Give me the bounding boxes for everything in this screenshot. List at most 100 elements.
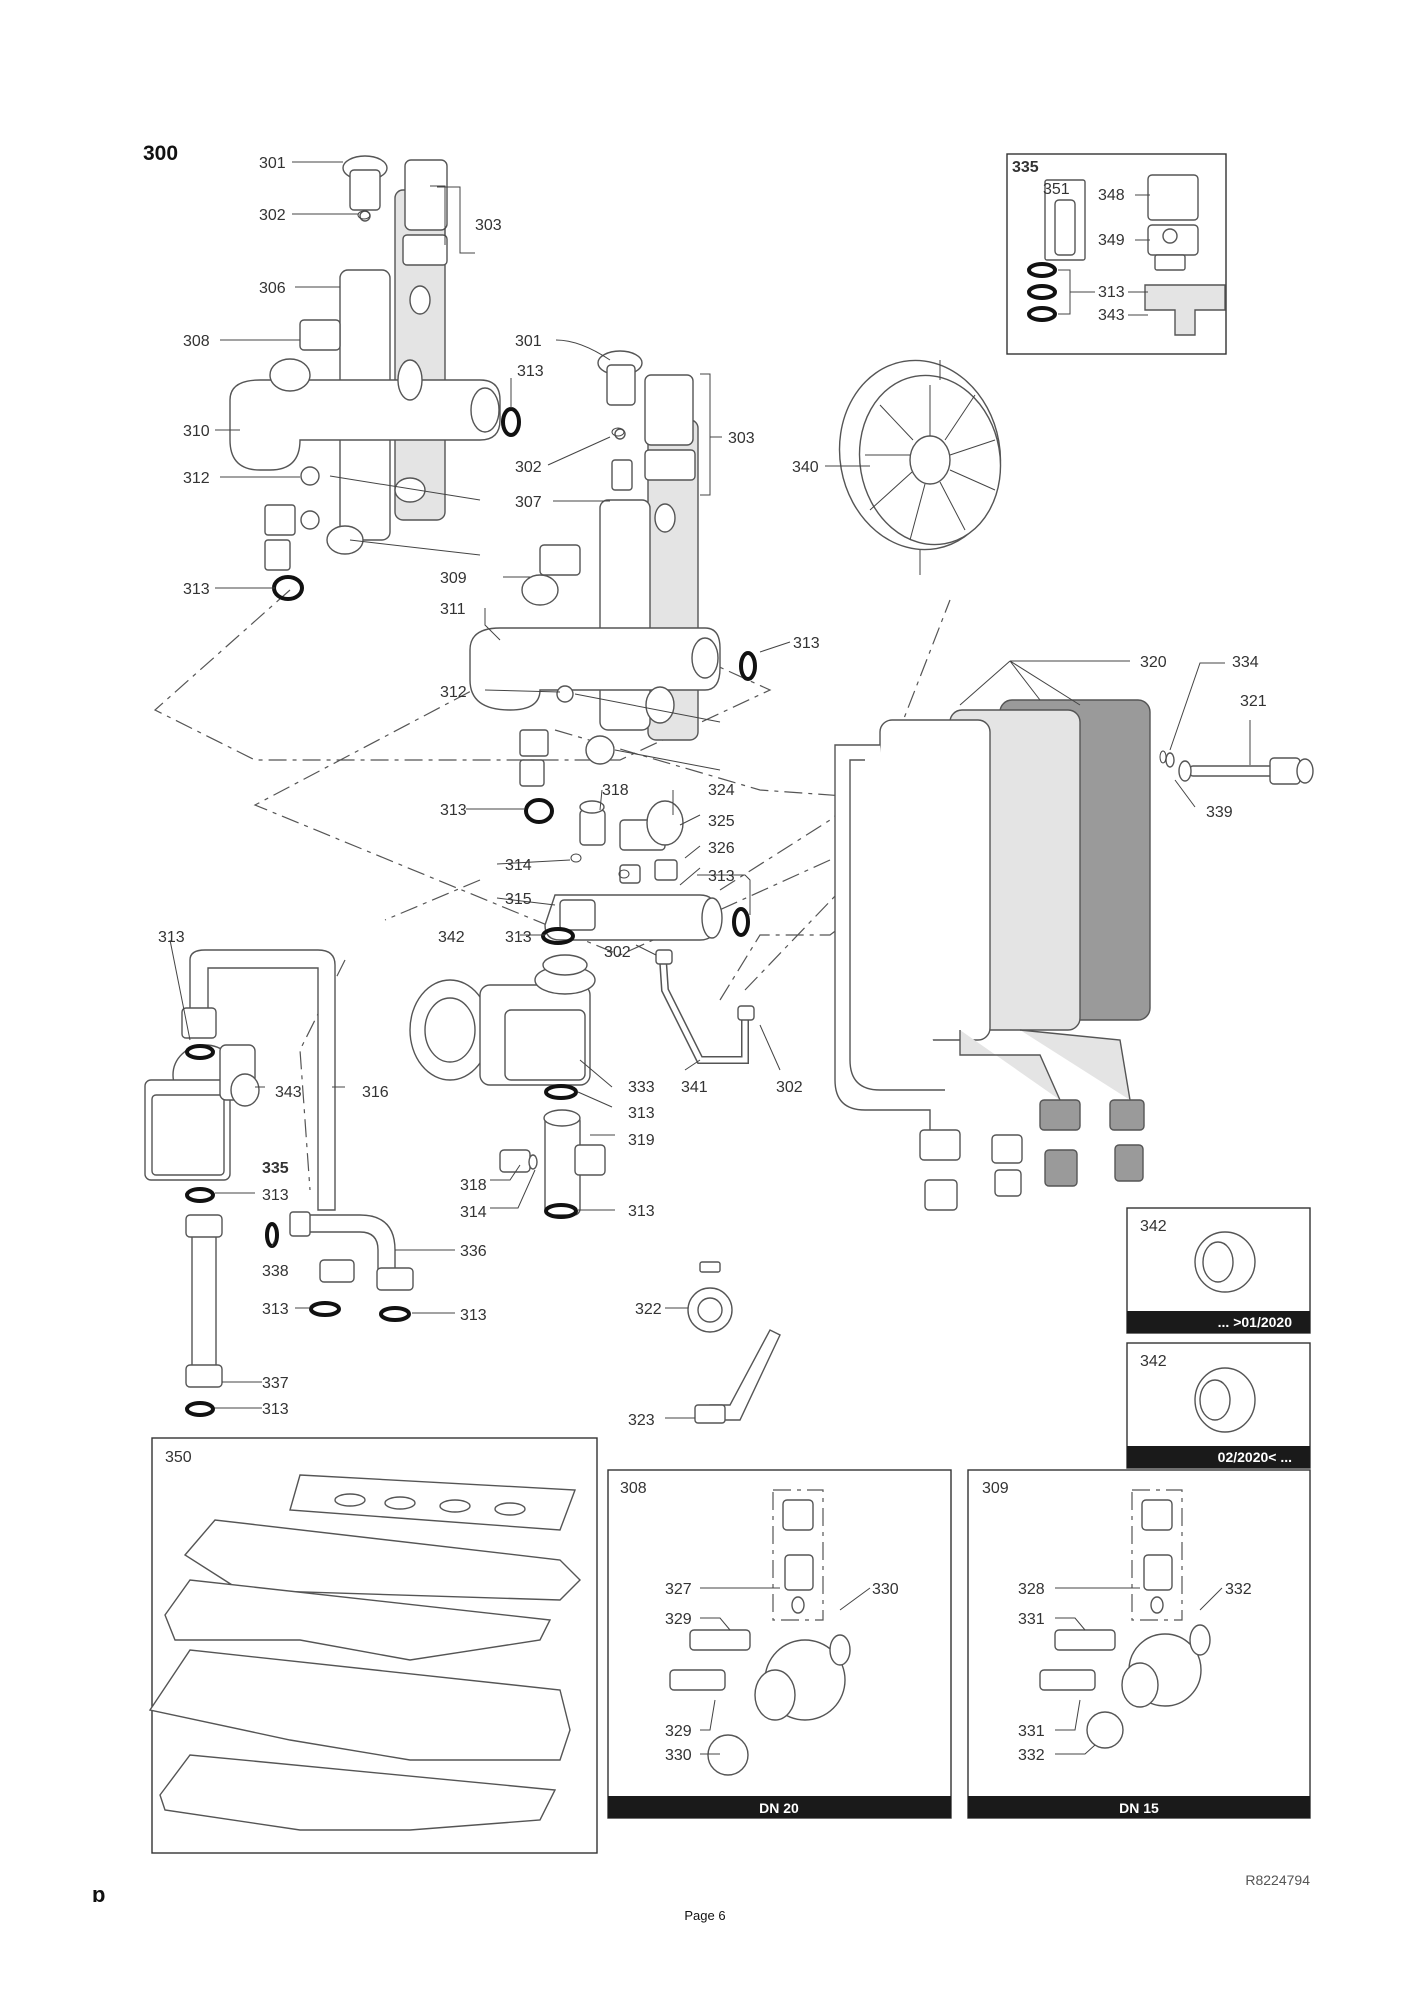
inset-342b-title: 342 — [1140, 1353, 1167, 1370]
label-321: 321 — [1240, 693, 1267, 710]
label-316: 316 — [362, 1084, 389, 1101]
label-323: 323 — [628, 1412, 655, 1429]
label-312: 312 — [440, 684, 467, 701]
label-302: 302 — [259, 207, 286, 224]
label-313: 313 — [793, 635, 820, 652]
inset-309-label-328: 328 — [1018, 1581, 1045, 1598]
inset-335-label-313: 313 — [1098, 284, 1125, 301]
label-326: 326 — [708, 840, 735, 857]
label-339: 339 — [1206, 804, 1233, 821]
inset-309-dn15: 309 328 332 331 331 332 DN 15 — [967, 1469, 1311, 1819]
label-322: 322 — [635, 1301, 662, 1318]
label-338: 338 — [262, 1263, 289, 1280]
sensor-322 — [687, 1261, 733, 1333]
label-310: 310 — [183, 423, 210, 440]
inset-308-label-330: 330 — [872, 1581, 899, 1598]
valve-assembly-315 — [544, 800, 723, 941]
inset-335-title: 335 — [1012, 159, 1039, 176]
sensor-321 — [1165, 752, 1314, 785]
label-341: 341 — [681, 1079, 708, 1096]
label-313: 313 — [460, 1307, 487, 1324]
leader-lines — [169, 161, 1251, 1419]
inset-308-label-327: 327 — [665, 1581, 692, 1598]
label-301: 301 — [515, 333, 542, 350]
label-309: 309 — [440, 570, 467, 587]
inset-342-before-2020: 342 ... >01/2020 — [1126, 1207, 1311, 1334]
expansion-vessel-340 — [838, 359, 1002, 575]
label-313: 313 — [628, 1203, 655, 1220]
label-324: 324 — [708, 782, 735, 799]
label-313: 313 — [158, 929, 185, 946]
label-313: 313 — [262, 1187, 289, 1204]
label-313: 313 — [708, 868, 735, 885]
label-313: 313 — [440, 802, 467, 819]
document-reference: R8224794 — [1245, 1872, 1310, 1888]
label-314: 314 — [505, 857, 532, 874]
label-342: 342 — [438, 929, 465, 946]
label-335: 335 — [262, 1160, 289, 1177]
label-313: 313 — [628, 1105, 655, 1122]
inset-309-title: 309 — [982, 1480, 1009, 1497]
inset-335-label-343: 343 — [1098, 307, 1125, 324]
inset-308-label-329: 329 — [665, 1611, 692, 1628]
label-301: 301 — [259, 155, 286, 172]
inset-350-insulation: 350 — [148, 1437, 598, 1854]
group-title: 300 — [143, 142, 178, 165]
inset-335-label-349: 349 — [1098, 232, 1125, 249]
label-313: 313 — [505, 929, 532, 946]
label-311: 311 — [440, 601, 466, 618]
inset-308-caption-bar — [608, 1796, 951, 1818]
inset-309-caption-bar — [968, 1796, 1310, 1818]
label-302: 302 — [776, 1079, 803, 1096]
tee-fitting-319 — [499, 1109, 606, 1216]
inset-335: 335 351 348 349 313 343 — [1006, 153, 1227, 355]
label-314: 314 — [460, 1204, 487, 1221]
label-307: 307 — [515, 494, 542, 511]
inset-309-caption: DN 15 — [1119, 1800, 1159, 1816]
inset-308-label-330: 330 — [665, 1747, 692, 1764]
label-306: 306 — [259, 280, 286, 297]
inset-308-label-329: 329 — [665, 1723, 692, 1740]
label-302: 302 — [515, 459, 542, 476]
label-334: 334 — [1232, 654, 1259, 671]
inset-309-label-332: 332 — [1018, 1747, 1045, 1764]
label-313: 313 — [517, 363, 544, 380]
inset-342b-caption: 02/2020< ... — [1218, 1449, 1292, 1465]
corner-mark: ɒ — [92, 1882, 105, 1907]
label-318: 318 — [602, 782, 629, 799]
hose-341 — [655, 949, 755, 1064]
label-313: 313 — [183, 581, 210, 598]
inset-308-title: 308 — [620, 1480, 647, 1497]
label-308: 308 — [183, 333, 210, 350]
inset-335-label-351: 351 — [1043, 181, 1070, 198]
label-343: 343 — [275, 1084, 302, 1101]
plate-heat-exchanger-320 — [834, 699, 1151, 1211]
label-320: 320 — [1140, 654, 1167, 671]
label-313: 313 — [262, 1301, 289, 1318]
hydraulic-block-307 — [469, 350, 721, 787]
inset-342-after-2020: 342 02/2020< ... — [1126, 1342, 1311, 1469]
label-340: 340 — [792, 459, 819, 476]
label-302: 302 — [604, 944, 631, 961]
inset-342a-caption: ... >01/2020 — [1218, 1314, 1293, 1330]
hydraulic-block-306 — [229, 155, 501, 571]
page-number: Page 6 — [684, 1908, 725, 1923]
pump-342 — [409, 954, 596, 1086]
inset-342b-caption-bar — [1127, 1446, 1310, 1468]
label-315: 315 — [505, 891, 532, 908]
actuator-335 — [144, 1044, 260, 1181]
part-labels: 301 302 303 306 308 310 312 313 301 313 … — [158, 155, 1267, 1429]
inset-309-label-331: 331 — [1018, 1611, 1045, 1628]
inset-342a-caption-bar — [1127, 1311, 1310, 1333]
inset-309-label-332: 332 — [1225, 1581, 1252, 1598]
label-319: 319 — [628, 1132, 655, 1149]
label-333: 333 — [628, 1079, 655, 1096]
inset-308-caption: DN 20 — [759, 1800, 799, 1816]
inset-308-dn20: 308 327 330 329 329 330 DN 20 — [607, 1469, 952, 1819]
clip-323 — [694, 1329, 781, 1424]
label-325: 325 — [708, 813, 735, 830]
label-313: 313 — [262, 1401, 289, 1418]
label-337: 337 — [262, 1375, 289, 1392]
inset-350-title: 350 — [165, 1449, 192, 1466]
